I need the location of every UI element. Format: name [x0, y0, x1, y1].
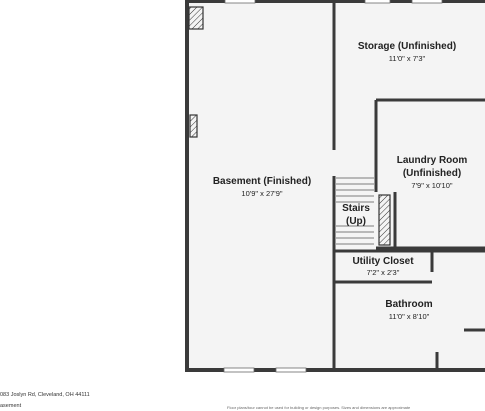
storage-label: Storage (Unfinished)	[358, 41, 456, 52]
bathroom-label: Bathroom	[385, 299, 432, 310]
interior-walls	[332, 0, 485, 370]
windows	[223, 0, 443, 373]
disclaimer-text: Floor plans/tour cannot be used for buil…	[227, 405, 411, 410]
stairs-label-line1: Stairs	[342, 203, 370, 214]
utility-dims: 7'2" x 2'3"	[367, 268, 400, 277]
level-text: asement	[0, 403, 22, 409]
utility-label: Utility Closet	[352, 256, 414, 267]
wall-fixture	[189, 114, 198, 138]
laundry-label-line2: (Unfinished)	[403, 168, 461, 179]
laundry-dims: 7'9" x 10'10"	[411, 181, 452, 190]
stairs-label-line2: (Up)	[346, 216, 366, 227]
chimney-fixture	[188, 6, 204, 30]
hatched-fixtures	[188, 6, 391, 246]
storage-dims: 11'0" x 7'3"	[389, 54, 426, 63]
address-text: 083 Joslyn Rd, Cleveland, OH 44111	[0, 392, 90, 398]
bathroom-dims: 11'0" x 8'10"	[389, 312, 430, 321]
laundry-label-line1: Laundry Room	[397, 155, 468, 166]
basement-label: Basement (Finished)	[213, 176, 311, 187]
stair-treads	[336, 177, 374, 245]
stair-fixture	[378, 194, 391, 246]
basement-dims: 10'9" x 27'9"	[241, 189, 282, 198]
floor-area	[187, 0, 485, 370]
